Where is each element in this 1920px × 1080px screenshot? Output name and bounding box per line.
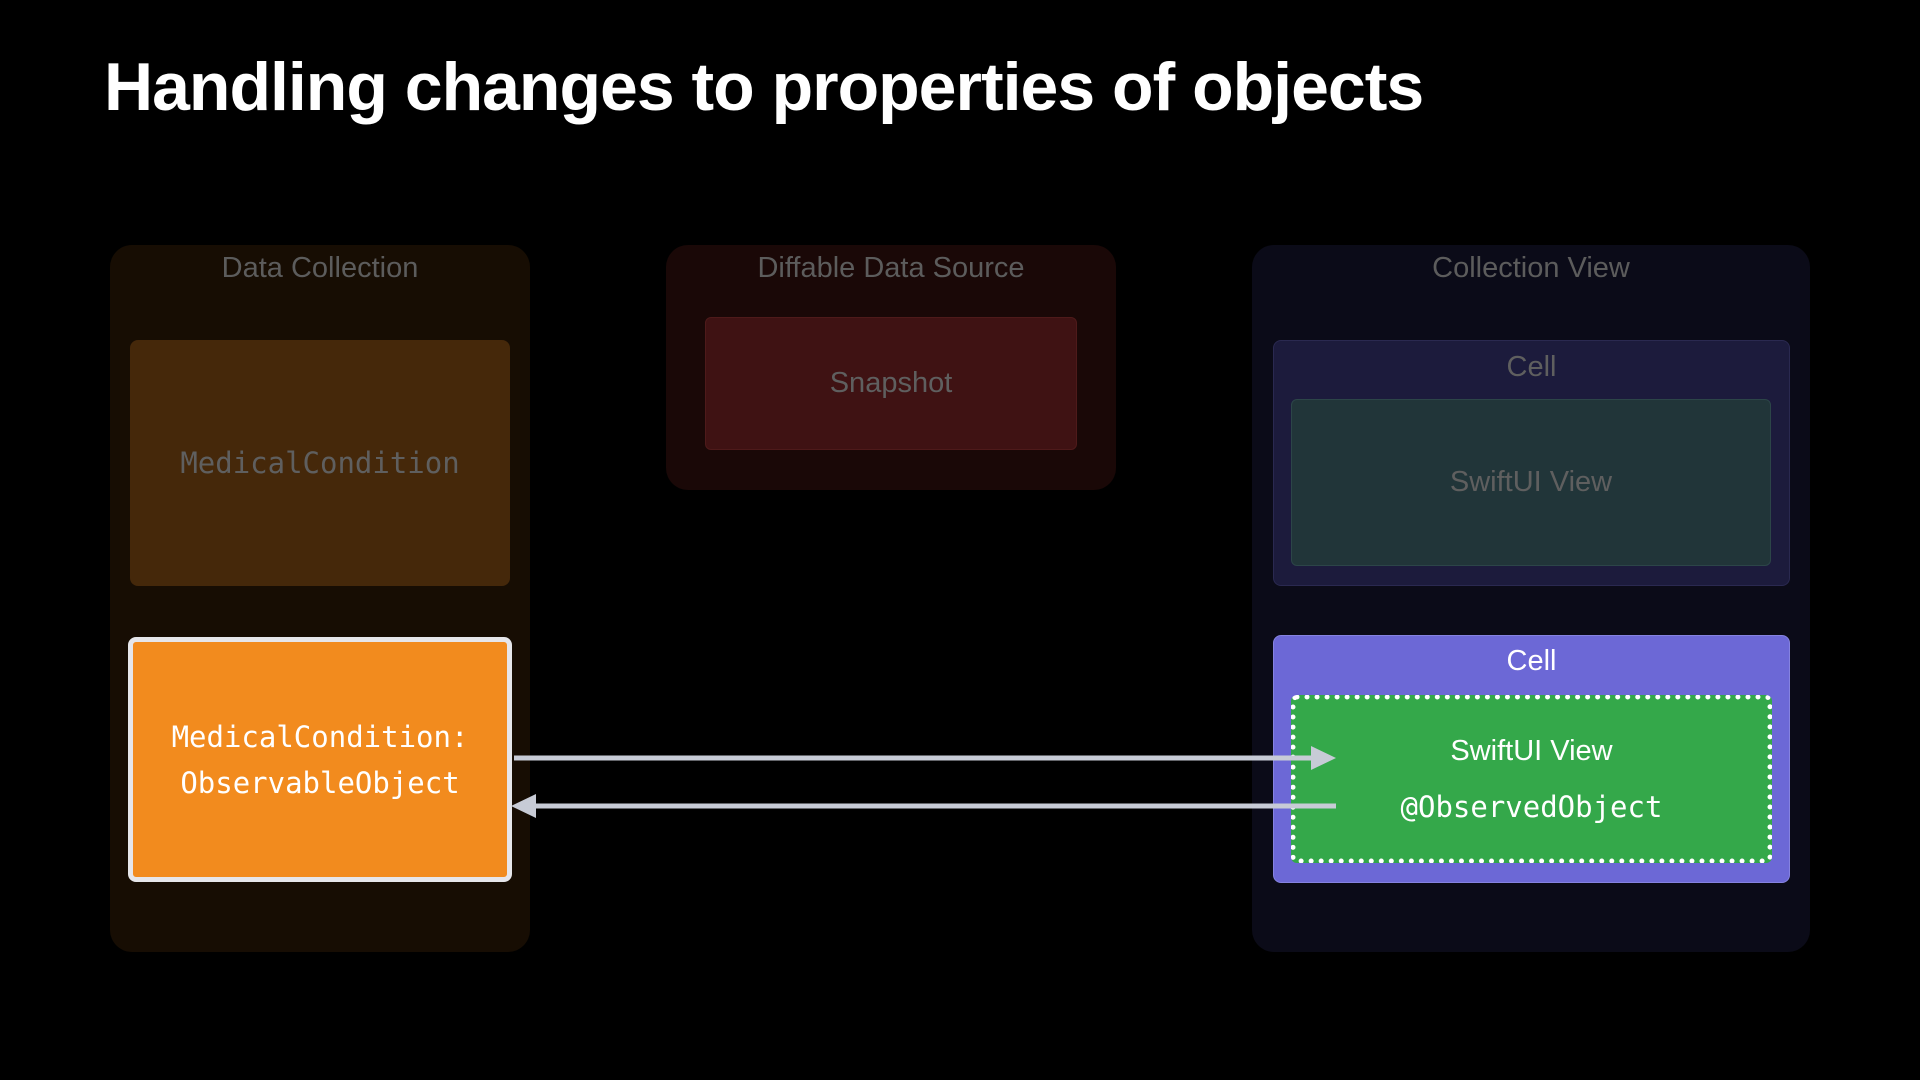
- slide-title: Handling changes to properties of object…: [104, 49, 1424, 125]
- observable-object-line: ObservableObject: [180, 765, 460, 800]
- observed-object-text: @ObservedObject: [1400, 790, 1663, 824]
- medical-condition-dim-box: MedicalCondition: [130, 340, 510, 586]
- data-collection-label: Data Collection: [221, 252, 419, 284]
- snapshot-box: Snapshot: [705, 317, 1077, 450]
- arrow-to-observable-object: [511, 794, 1336, 818]
- snapshot-text: Snapshot: [829, 367, 953, 399]
- active-swiftui-view-title: SwiftUI View: [1450, 735, 1613, 767]
- active-swiftui-view-box: SwiftUI View @ObservedObject: [1291, 695, 1772, 863]
- dim-cell-label: Cell: [1506, 351, 1557, 383]
- dim-swiftui-view-text: SwiftUI View: [1449, 466, 1613, 498]
- arrow-to-swiftui-view: [514, 746, 1336, 770]
- collection-view-label: Collection View: [1432, 252, 1630, 284]
- medical-condition-dim-text: MedicalCondition: [180, 446, 460, 480]
- dim-swiftui-view-box: SwiftUI View: [1291, 399, 1771, 566]
- medical-condition-line: MedicalCondition:: [171, 719, 469, 754]
- active-cell-label: Cell: [1506, 645, 1557, 677]
- medical-condition-observable-box: MedicalCondition: ObservableObject: [128, 637, 512, 882]
- diffable-data-source-label: Diffable Data Source: [757, 252, 1025, 284]
